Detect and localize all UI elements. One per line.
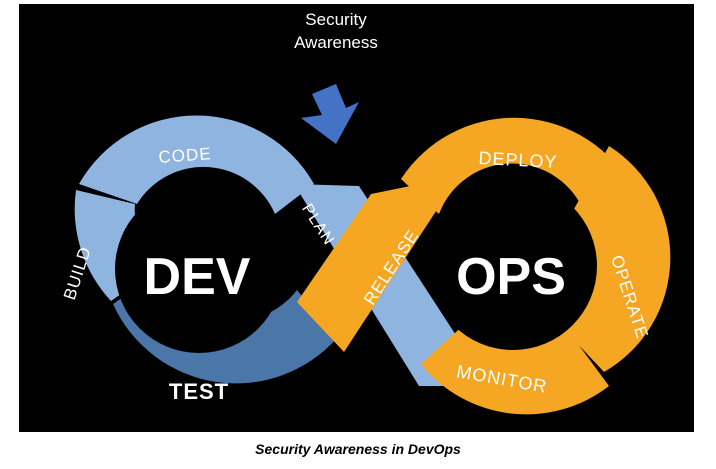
arrow-down-icon [301,84,359,144]
build-label: BUILD [60,244,95,302]
release-segment [297,176,459,352]
callout-line-2: Awareness [294,33,378,52]
code-label: CODE [158,144,212,167]
plan-segment [294,184,489,386]
operate-segment [559,146,671,372]
code-segment [79,115,314,214]
ops-hub [429,182,597,350]
deploy-label: DEPLOY [478,148,558,172]
test-label: TEST [169,379,229,404]
dev-label: DEV [144,248,251,306]
figure-caption: Security Awareness in DevOps [255,441,461,457]
ops-loop [297,117,671,415]
ops-label: OPS [456,248,566,306]
dev-hub [115,185,283,353]
diagram-panel: DEV OPS CODE BUILD TEST PLAN RELEASE DEP… [19,4,694,432]
callout-line-1: Security [305,10,367,29]
monitor-segment [421,322,609,415]
devops-infinity-diagram: DEV OPS CODE BUILD TEST PLAN RELEASE DEP… [60,10,671,415]
deploy-segment [401,117,629,214]
